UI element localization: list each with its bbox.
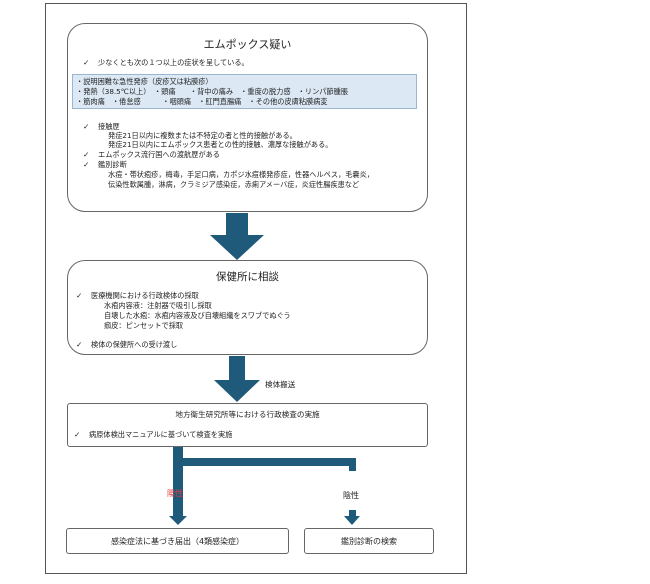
sample-handover-text: 検体の保健所への受け渡し [91, 340, 178, 349]
positive-result-box: 感染症法に基づき届出（4類感染症） [66, 528, 289, 554]
negative-arrow [344, 510, 360, 525]
travel-history-text: エムポックス流行国への渡航歴がある [98, 150, 220, 159]
diagram-frame [45, 3, 467, 574]
contact-history-line-1: 発症21日以内に複数または不特定の者と性的接触がある。 [108, 131, 297, 140]
check-icon: ✓ [83, 160, 90, 169]
negative-result-box: 鑑別診断の検索 [304, 528, 434, 554]
down-arrow-1 [210, 213, 264, 260]
symptom-list-panel [72, 74, 417, 109]
health-center-box: 保健所に相談 [67, 260, 428, 355]
check-icon: ✓ [83, 122, 90, 131]
symptom-line-2: ・発熱（38.5℃以上） ・頭痛 ・背中の痛み ・重度の脱力感 ・リンパ節腫脹 [76, 87, 349, 96]
positive-result-text: 感染症法に基づき届出（4類感染症） [110, 537, 245, 546]
positive-label: 陽性 [167, 489, 183, 498]
differential-diagnosis-line-1: 水痘・帯状疱疹，梅毒，手足口病，カポジ水痘様発疹症，性器ヘルペス，毛嚢炎， [108, 170, 374, 179]
suspected-mpox-box: エムポックス疑い [67, 23, 428, 212]
sample-method-1: 水疱内容液：注射器で吸引し採取 [104, 301, 212, 310]
suspected-mpox-title: エムポックス疑い [203, 38, 292, 51]
health-center-title: 保健所に相談 [216, 271, 279, 283]
negative-label: 陰性 [343, 491, 359, 500]
check-icon: ✓ [76, 291, 83, 300]
lab-test-item: 病原体検出マニュアルに基づいて検査を実施 [89, 430, 233, 439]
check-icon: ✓ [74, 430, 81, 439]
differential-diagnosis-line-2: 伝染性軟属腫，淋病，クラミジア感染症，赤痢アメーバ症，炎症性腸疾患など [108, 180, 360, 189]
check-icon: ✓ [83, 58, 90, 67]
positive-arrow [169, 512, 187, 525]
branch-connector [173, 447, 356, 512]
sample-method-3: 痂皮：ピンセットで採取 [104, 321, 184, 330]
transport-label: 検体搬送 [265, 380, 296, 389]
contact-history-line-2: 発症21日以内にエムポックス患者との性的接触、濃厚な接触がある。 [108, 140, 333, 149]
symptom-line-3: ・筋肉痛 ・倦怠感 ・咽頭痛 ・肛門直腸痛 ・その他の皮膚粘膜病変 [76, 97, 328, 106]
lab-test-title: 地方衛生研究所等における行政検査の実施 [175, 410, 320, 419]
down-arrow-2 [214, 356, 260, 402]
symptom-line-1: ・説明困難な急性発疹（皮疹又は粘膜疹） [76, 77, 213, 86]
contact-history-label: 接触歴 [98, 122, 120, 131]
negative-result-text: 鑑別診断の検索 [341, 537, 397, 546]
lab-test-box: 地方衛生研究所等における行政検査の実施 [67, 403, 428, 447]
sample-method-2: 自壊した水疱：水疱内容液及び自壊組織をスワブでぬぐう [104, 311, 291, 320]
check-icon: ✓ [83, 150, 90, 159]
check-icon: ✓ [76, 340, 83, 349]
sample-collection-text: 医療機関における行政検体の採取 [91, 291, 199, 300]
differential-diagnosis-label: 鑑別診断 [98, 160, 127, 169]
criteria-text: 少なくとも次の１つ以上の症状を呈している。 [98, 58, 249, 67]
